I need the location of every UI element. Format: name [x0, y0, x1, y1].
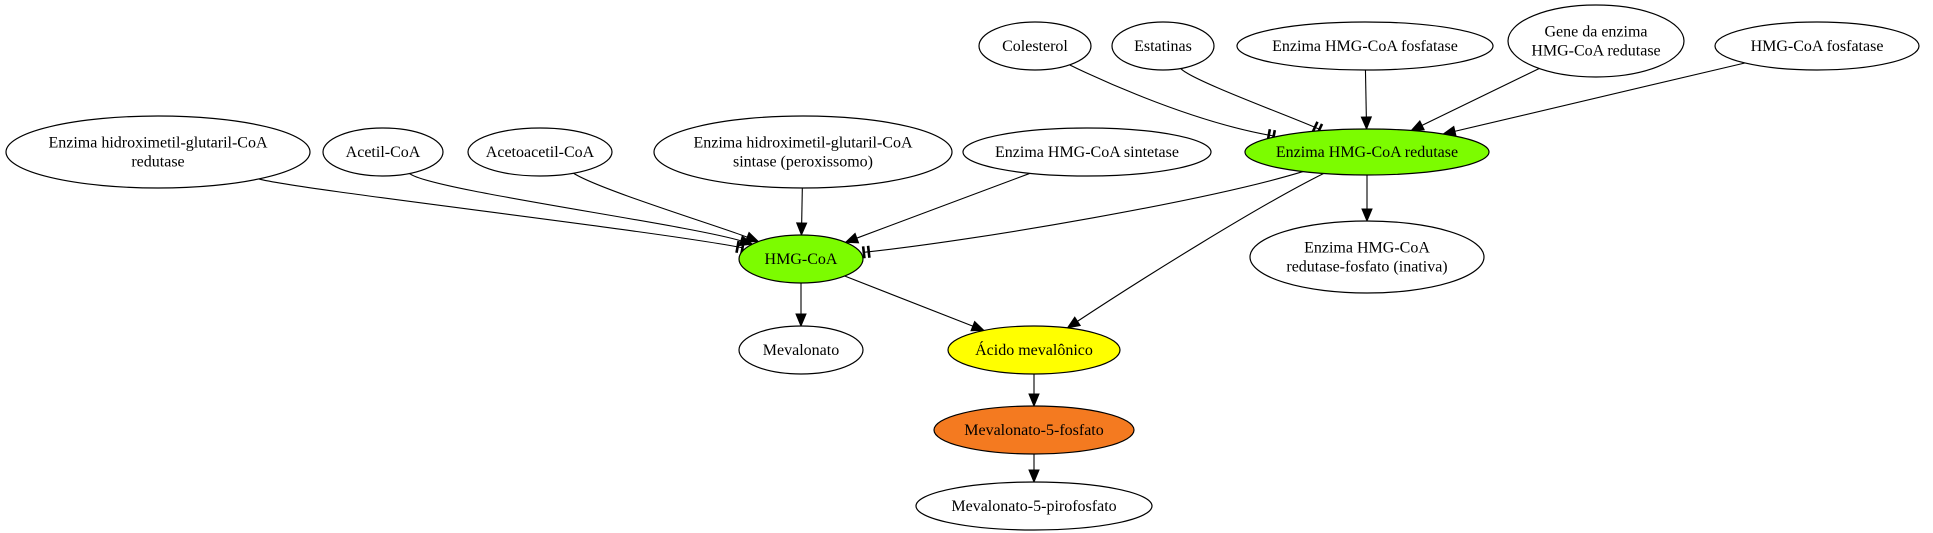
node-label: Enzima hidroximetil-glutaril-CoA: [48, 135, 268, 152]
inhibition-bar-icon: [735, 240, 740, 254]
node-mev5f: Mevalonato-5-fosfato: [933, 405, 1135, 455]
arrowhead-icon: [1410, 119, 1425, 132]
edge-line: [258, 178, 743, 249]
node-label: Enzima hidroximetil-glutaril-CoA: [693, 135, 913, 152]
node-label: Enzima HMG-CoA sintetase: [995, 144, 1179, 161]
node-shape: [322, 127, 444, 177]
node-hmg-coa: HMG-CoA: [738, 234, 864, 284]
node-label: Mevalonato-5-fosfato: [964, 422, 1104, 439]
node-shape: [1111, 21, 1215, 71]
edge-line: [1419, 68, 1540, 127]
node-shape: [738, 325, 864, 375]
node-label: Estatinas: [1134, 38, 1192, 55]
edge-estatinas-to-hmg-redutase: [1180, 68, 1324, 136]
arrowhead-icon: [1028, 393, 1040, 408]
arrowhead-icon: [844, 232, 860, 244]
edge-line: [409, 173, 743, 242]
node-label: Acetil-CoA: [346, 144, 421, 161]
arrowhead-icon: [1360, 116, 1373, 131]
node-fosfatase-enzima: Enzima HMG-CoA fosfatase: [1236, 21, 1494, 71]
node-shape: [962, 127, 1212, 177]
node-label: HMG-CoA: [765, 251, 838, 268]
edge-hmg-redutase-to-acido: [1066, 173, 1324, 329]
node-shape: [653, 115, 953, 189]
edge-sintetase-to-hmg-coa: [844, 172, 1031, 244]
node-label: Ácido mevalônico: [975, 340, 1093, 359]
node-shape: [738, 234, 864, 284]
node-label: HMG-CoA fosfatase: [1751, 38, 1884, 55]
node-shape: [1714, 21, 1920, 71]
node-estatinas: Estatinas: [1111, 21, 1215, 71]
node-label: Colesterol: [1002, 38, 1068, 55]
node-label: HMG-CoA redutase: [1531, 43, 1660, 60]
node-sintetase: Enzima HMG-CoA sintetase: [962, 127, 1212, 177]
edge-acido-to-mev5f: [1028, 374, 1040, 408]
node-hidroxi-sintase: Enzima hidroximetil-glutaril-CoA sintase …: [653, 115, 953, 189]
inhibition-bar-icon: [861, 246, 866, 259]
node-mev5pp: Mevalonato-5-pirofosfato: [915, 481, 1153, 531]
inhibition-bar-icon: [866, 245, 871, 258]
edge-line: [1075, 173, 1324, 323]
node-acetil: Acetil-CoA: [322, 127, 444, 177]
node-shape: [933, 405, 1135, 455]
edge-line: [1069, 64, 1274, 137]
node-hmg-fosfatase: HMG-CoA fosfatase: [1714, 21, 1920, 71]
edge-fosfatase-enzima-to-hmg-redutase: [1360, 69, 1373, 131]
node-label: Enzima HMG-CoA fosfatase: [1272, 38, 1458, 55]
edge-line: [1180, 68, 1320, 130]
node-shape: [467, 127, 613, 177]
edge-mev5f-to-mev5pp: [1028, 454, 1040, 484]
edge-gene-to-hmg-redutase: [1410, 68, 1540, 132]
node-shape: [947, 325, 1121, 375]
edge-line: [1452, 62, 1746, 133]
node-hidroxi-redutase: Enzima hidroximetil-glutaril-CoA redutase: [5, 115, 311, 189]
node-label: redutase: [131, 154, 184, 171]
edge-line: [573, 172, 750, 239]
node-hmg-redutase: Enzima HMG-CoA redutase: [1244, 128, 1490, 176]
node-acetoacetil: Acetoacetil-CoA: [467, 127, 613, 177]
edge-line: [844, 275, 975, 328]
node-label: Enzima HMG-CoA: [1304, 240, 1430, 257]
node-shape: [915, 481, 1153, 531]
arrowhead-icon: [795, 313, 807, 328]
nodes-layer: Colesterol Estatinas Enzima HMG-CoA fosfat…: [5, 4, 1920, 531]
edge-hmg-coa-to-acido: [844, 275, 986, 332]
node-shape: [1249, 220, 1485, 294]
arrowhead-icon: [1066, 316, 1082, 329]
edge-line: [854, 172, 1031, 240]
edge-hidroxi-redutase-to-hmg-coa: [258, 178, 745, 254]
node-redutase-fosfato: Enzima HMG-CoA redutase-fosfato (inativa): [1249, 220, 1485, 294]
arrowhead-icon: [970, 320, 986, 332]
node-colesterol: Colesterol: [978, 21, 1092, 71]
arrowhead-icon: [744, 231, 760, 243]
edge-line: [863, 171, 1304, 253]
edge-acetoacetil-to-hmg-coa: [573, 172, 760, 243]
node-shape: [5, 115, 311, 189]
node-label: Gene da enzima: [1544, 24, 1647, 41]
node-shape: [1236, 21, 1494, 71]
edge-hmg-redutase-to-redutase-fosfato: [1361, 175, 1373, 223]
edge-line: [1364, 69, 1367, 120]
edge-hmg-coa-to-mevalonato: [795, 283, 807, 328]
edge-hmg-redutase-to-hmg-coa: [861, 171, 1304, 259]
edge-line: [801, 187, 803, 226]
arrowhead-icon: [1361, 208, 1373, 223]
node-label: Enzima HMG-CoA redutase: [1276, 144, 1458, 161]
arrowhead-icon: [1028, 469, 1040, 484]
node-label: redutase-fosfato (inativa): [1286, 259, 1447, 276]
node-shape: [978, 21, 1092, 71]
edge-hidroxi-sintase-to-hmg-coa: [795, 187, 808, 237]
node-label: Mevalonato-5-pirofosfato: [951, 498, 1116, 515]
node-label: Mevalonato: [763, 342, 839, 359]
node-label: Acetoacetil-CoA: [486, 144, 595, 161]
arrowhead-icon: [795, 222, 808, 237]
edge-acetil-to-hmg-coa: [409, 173, 754, 247]
node-acido: Ácido mevalônico: [947, 325, 1121, 375]
node-shape: [1244, 128, 1490, 176]
node-mevalonato: Mevalonato: [738, 325, 864, 375]
node-label: sintase (peroxissomo): [733, 154, 873, 171]
node-shape: [1507, 4, 1685, 78]
